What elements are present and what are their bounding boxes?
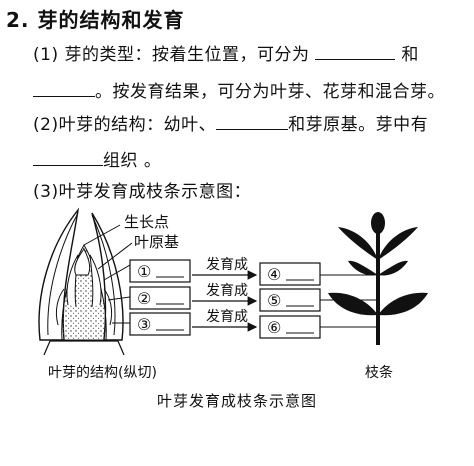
part3-text: 叶芽发育成枝条示意图： [58,182,252,202]
part1-label: (1) [33,45,59,65]
bud-diagram: 生长点 叶原基 ① ② ③ 发育成 发育成 发育成 ④ ⑤ ⑥ [38,207,428,381]
box-2-label: ② [137,289,151,308]
box-5-label: ⑤ [267,291,281,310]
label-bud-primordium: 叶原基 [134,233,179,251]
part1-text-a: 芽的类型：按着生位置，可分为 [64,45,310,65]
left-caption: 叶芽的结构(纵切) [48,365,157,381]
branch-drawing [328,212,428,345]
blank-3[interactable] [216,113,289,130]
box-1: ① [129,259,191,283]
part3-label: (3) [33,182,59,202]
part1-text-b: 和 [401,45,419,65]
box-6-label: ⑥ [267,318,281,337]
arrow-2-label: 发育成 [206,283,248,299]
question-part2-line2: 组织 。 [33,146,161,171]
box-3-label: ③ [137,315,151,334]
box-4: ④ [259,262,321,286]
figure-caption: 叶芽发育成枝条示意图 [156,392,317,410]
box-3: ③ [129,312,191,336]
box-2: ② [129,286,191,310]
blank-2[interactable] [33,80,95,97]
question-part2-line1: (2)叶芽的结构：幼叶、 和芽原基。芽中有 [33,110,428,135]
part1-text-c: 。按发育结果，可分为叶芽、花芽和混合芽。 [95,82,445,102]
blank-4[interactable] [33,149,103,166]
blank-1[interactable] [315,43,396,60]
section-title: 2. 芽的结构和发育 [6,8,185,32]
part2-label: (2) [33,115,59,135]
box-5: ⑤ [259,288,321,312]
bud-section-drawing [38,207,125,356]
part2-text-a: 叶芽的结构：幼叶、 [58,115,217,135]
question-part1-line1: (1) 芽的类型：按着生位置，可分为 和 [33,40,419,65]
box-6: ⑥ [259,315,321,339]
arrow-3-label: 发育成 [206,309,248,325]
question-part3-line: (3)叶芽发育成枝条示意图： [33,177,251,202]
label-growth-point: 生长点 [124,213,169,231]
part2-text-b: 和芽原基。芽中有 [288,115,429,135]
box-1-label: ① [137,262,151,281]
right-caption: 枝条 [365,364,393,381]
question-part1-line2: 。按发育结果，可分为叶芽、花芽和混合芽。 [33,77,445,102]
part2-text-c: 组织 。 [103,151,162,171]
arrow-1-label: 发育成 [206,257,248,273]
box-4-label: ④ [267,265,281,284]
